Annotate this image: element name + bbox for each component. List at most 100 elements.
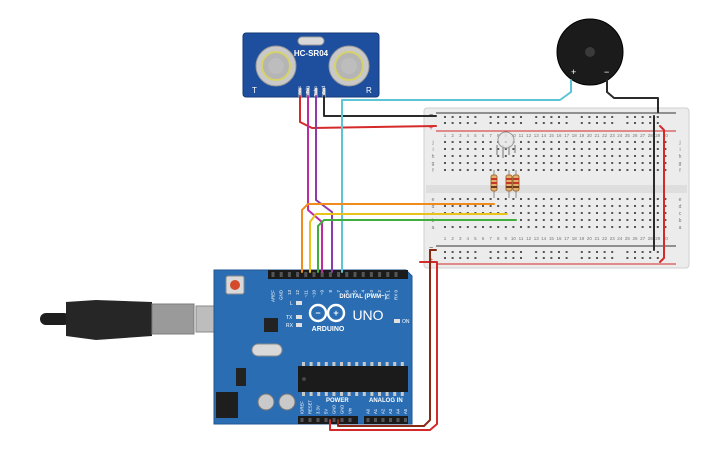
breadboard-hole[interactable] bbox=[444, 148, 446, 150]
breadboard-hole[interactable] bbox=[649, 141, 652, 143]
breadboard-hole[interactable] bbox=[634, 219, 636, 221]
breadboard-hole[interactable] bbox=[527, 169, 530, 171]
breadboard-hole[interactable] bbox=[588, 169, 591, 171]
breadboard-hole[interactable] bbox=[504, 122, 507, 124]
breadboard-hole[interactable] bbox=[504, 169, 507, 171]
power-pin[interactable] bbox=[300, 418, 304, 422]
breadboard-hole[interactable] bbox=[565, 198, 568, 200]
breadboard-hole[interactable] bbox=[535, 155, 538, 157]
breadboard-hole[interactable] bbox=[611, 122, 614, 124]
breadboard-hole[interactable] bbox=[573, 155, 576, 157]
breadboard-hole[interactable] bbox=[634, 226, 636, 228]
breadboard-hole[interactable] bbox=[466, 257, 469, 259]
rgb-led[interactable] bbox=[496, 131, 516, 158]
breadboard-hole[interactable] bbox=[535, 122, 538, 124]
breadboard-hole[interactable] bbox=[459, 162, 462, 164]
breadboard-hole[interactable] bbox=[626, 257, 629, 259]
breadboard-hole[interactable] bbox=[641, 169, 644, 171]
breadboard-hole[interactable] bbox=[641, 141, 644, 143]
breadboard-hole[interactable] bbox=[451, 169, 454, 171]
breadboard-hole[interactable] bbox=[558, 198, 560, 200]
breadboard-hole[interactable] bbox=[558, 148, 560, 150]
breadboard-hole[interactable] bbox=[474, 251, 477, 253]
breadboard-hole[interactable] bbox=[558, 219, 560, 221]
breadboard-hole[interactable] bbox=[512, 148, 515, 150]
breadboard-hole[interactable] bbox=[588, 122, 591, 124]
sensor-pin[interactable] bbox=[314, 88, 318, 97]
breadboard-hole[interactable] bbox=[512, 169, 515, 171]
breadboard-hole[interactable] bbox=[656, 212, 659, 214]
wire-led-blue[interactable] bbox=[317, 219, 517, 273]
breadboard-hole[interactable] bbox=[611, 212, 614, 214]
breadboard-hole[interactable] bbox=[641, 148, 644, 150]
breadboard-hole[interactable] bbox=[542, 116, 545, 118]
breadboard-hole[interactable] bbox=[626, 198, 629, 200]
breadboard-hole[interactable] bbox=[596, 116, 598, 118]
power-pin[interactable] bbox=[332, 418, 336, 422]
breadboard-hole[interactable] bbox=[641, 226, 644, 228]
breadboard-hole[interactable] bbox=[588, 219, 591, 221]
breadboard-hole[interactable] bbox=[527, 219, 530, 221]
breadboard-hole[interactable] bbox=[535, 148, 538, 150]
breadboard-hole[interactable] bbox=[558, 205, 560, 207]
breadboard-hole[interactable] bbox=[565, 219, 568, 221]
breadboard-hole[interactable] bbox=[641, 212, 644, 214]
breadboard-hole[interactable] bbox=[542, 226, 545, 228]
breadboard-hole[interactable] bbox=[512, 226, 515, 228]
reset-button-cap[interactable] bbox=[230, 280, 240, 290]
breadboard-hole[interactable] bbox=[535, 169, 538, 171]
breadboard-hole[interactable] bbox=[565, 226, 568, 228]
breadboard-hole[interactable] bbox=[664, 148, 667, 150]
breadboard-hole[interactable] bbox=[497, 116, 500, 118]
breadboard-hole[interactable] bbox=[482, 148, 484, 150]
breadboard-hole[interactable] bbox=[527, 155, 530, 157]
breadboard-hole[interactable] bbox=[520, 205, 522, 207]
breadboard-hole[interactable] bbox=[588, 116, 591, 118]
breadboard-hole[interactable] bbox=[649, 155, 652, 157]
breadboard-hole[interactable] bbox=[649, 169, 652, 171]
breadboard-hole[interactable] bbox=[520, 251, 522, 253]
breadboard-hole[interactable] bbox=[535, 205, 538, 207]
digital-pin[interactable] bbox=[378, 272, 382, 277]
digital-pin[interactable] bbox=[279, 272, 283, 277]
breadboard-hole[interactable] bbox=[558, 155, 560, 157]
breadboard-hole[interactable] bbox=[489, 148, 492, 150]
breadboard-hole[interactable] bbox=[444, 198, 446, 200]
breadboard-hole[interactable] bbox=[634, 169, 636, 171]
breadboard-hole[interactable] bbox=[542, 155, 545, 157]
breadboard-hole[interactable] bbox=[542, 205, 545, 207]
breadboard-hole[interactable] bbox=[641, 155, 644, 157]
breadboard-hole[interactable] bbox=[603, 198, 606, 200]
digital-pin[interactable] bbox=[353, 272, 357, 277]
analog-pin[interactable] bbox=[366, 418, 370, 422]
breadboard-hole[interactable] bbox=[497, 162, 500, 164]
breadboard-hole[interactable] bbox=[542, 141, 545, 143]
breadboard-hole[interactable] bbox=[512, 198, 515, 200]
breadboard-hole[interactable] bbox=[527, 212, 530, 214]
breadboard-hole[interactable] bbox=[626, 162, 629, 164]
breadboard-hole[interactable] bbox=[512, 122, 515, 124]
breadboard-hole[interactable] bbox=[504, 198, 507, 200]
breadboard-hole[interactable] bbox=[626, 148, 629, 150]
breadboard-hole[interactable] bbox=[573, 198, 576, 200]
breadboard-hole[interactable] bbox=[611, 155, 614, 157]
breadboard-hole[interactable] bbox=[474, 155, 477, 157]
breadboard-hole[interactable] bbox=[649, 212, 652, 214]
breadboard-hole[interactable] bbox=[664, 169, 667, 171]
breadboard-hole[interactable] bbox=[618, 141, 621, 143]
breadboard-hole[interactable] bbox=[656, 205, 659, 207]
breadboard-hole[interactable] bbox=[459, 155, 462, 157]
breadboard-hole[interactable] bbox=[444, 116, 446, 118]
digital-pin[interactable] bbox=[296, 272, 300, 277]
breadboard-hole[interactable] bbox=[611, 205, 614, 207]
breadboard-hole[interactable] bbox=[550, 169, 553, 171]
breadboard-hole[interactable] bbox=[482, 155, 484, 157]
breadboard-hole[interactable] bbox=[656, 251, 659, 253]
breadboard-hole[interactable] bbox=[520, 122, 522, 124]
breadboard-hole[interactable] bbox=[603, 122, 606, 124]
breadboard-hole[interactable] bbox=[482, 226, 484, 228]
breadboard-hole[interactable] bbox=[596, 148, 598, 150]
breadboard-hole[interactable] bbox=[641, 116, 644, 118]
breadboard-hole[interactable] bbox=[482, 141, 484, 143]
